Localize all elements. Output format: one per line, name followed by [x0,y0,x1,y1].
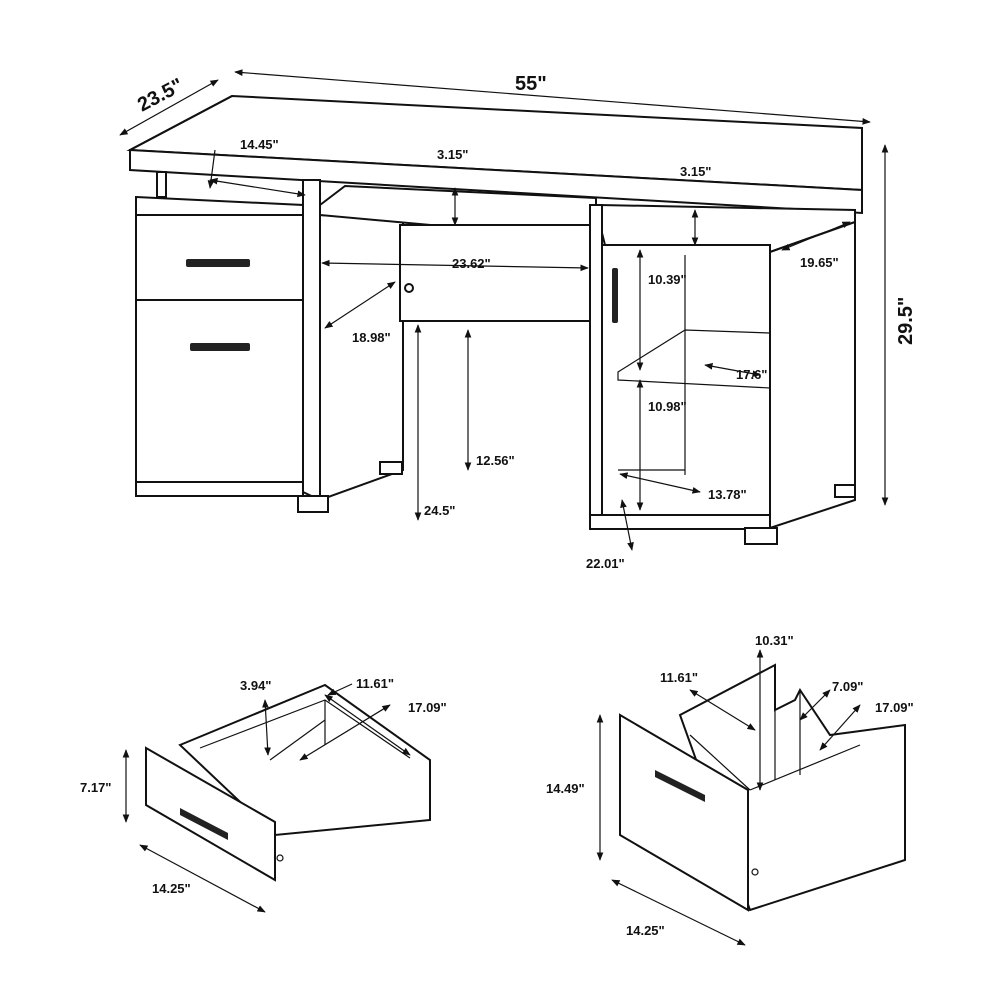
small-drawer-drawing: 3.94" 11.61" 17.09" 7.17" 14.25" [80,676,447,913]
file-drawer-drawing: 10.31" 11.61" 7.09" 17.09" 14.49" 14.25" [546,633,914,946]
label-keyboard-width: 23.62" [452,256,491,271]
left-base [135,481,304,497]
small-drawer-handle [180,808,228,840]
label-file-front-width: 14.25" [626,923,665,938]
label-file-inner-height: 10.31" [755,633,794,648]
label-depth: 23.5" [134,74,187,116]
label-file-inner-width: 11.61" [660,670,698,685]
label-lower-opening: 10.98" [648,399,687,414]
label-height: 29.5" [895,297,917,345]
file-drawer-front [619,713,749,912]
riser-left [156,171,167,198]
label-bottom-depth: 13.78" [708,487,747,502]
file-drawer-handle [190,343,250,351]
label-small-front-width: 14.25" [152,881,191,896]
modesty-panel [399,224,591,322]
small-drawer-hole [276,854,284,862]
file-drawer-hole [751,868,759,876]
lock-icon [404,283,414,293]
label-shelf-width: 14.45" [240,137,279,152]
label-small-inner-height: 3.94" [240,678,271,693]
file-drawer-front [135,299,304,493]
foot-right-back [834,484,856,498]
foot-right-front [744,527,778,545]
label-riser-right: 3.15" [680,164,711,179]
foot-left-back [379,461,403,475]
top-drawer-handle [186,259,250,267]
label-shelf-depth: 17.6" [736,367,767,382]
left-pedestal-side [302,179,321,502]
label-riser-left: 3.15" [437,147,468,162]
top-drawer-front [135,214,304,301]
foot-left-front [297,495,329,513]
door-handle [612,268,618,323]
label-small-inner-width: 11.61" [356,676,394,691]
desk-drawing: 23.5" 55" 29.5" 14.45" 3.15" 3.15" 23.62… [119,69,917,571]
label-knee-front: 12.56" [476,453,515,468]
right-base [589,514,771,530]
file-drawer-handle [655,770,705,802]
left-pedestal-back [319,213,404,502]
label-upper-opening: 10.39" [648,272,687,287]
label-knee-height: 24.5" [424,503,455,518]
cabinet-shelf [617,329,771,389]
label-width: 55" [515,73,547,95]
label-file-rail-gap: 7.09" [832,679,863,694]
desk-top-front-edge [129,148,863,215]
label-small-inner-depth: 17.09" [408,700,447,715]
label-cabinet-depth: 19.65" [800,255,839,270]
right-cabinet-post [589,204,603,518]
label-small-front-height: 7.17" [80,780,111,795]
label-file-inner-depth: 17.09" [875,700,914,715]
label-keyboard-depth: 18.98" [352,330,391,345]
label-file-front-height: 14.49" [546,781,585,796]
label-cabinet-height: 22.01" [586,556,625,571]
